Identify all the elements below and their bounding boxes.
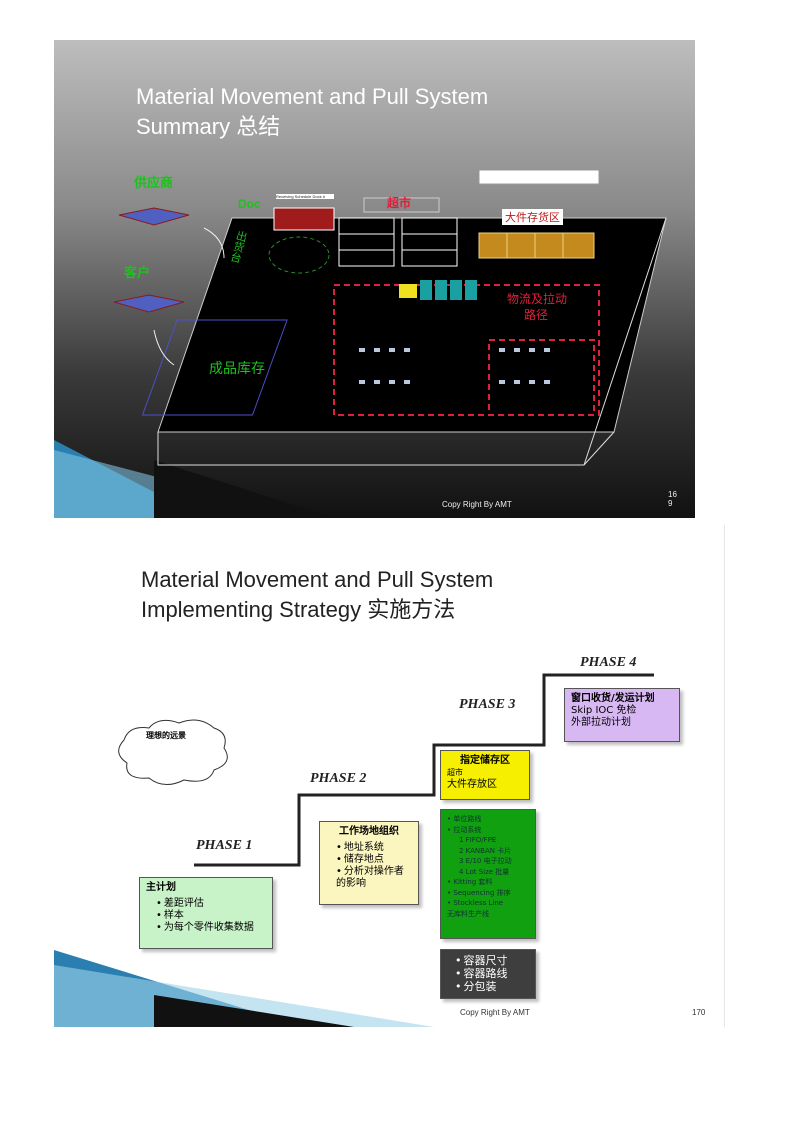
box-title: 窗口收货/发运计划: [571, 693, 655, 704]
copyright: Copy Right By AMT: [460, 1008, 530, 1017]
phase-4-label: PHASE 4: [580, 655, 637, 670]
box-line: 1 FIFO/FPE: [459, 836, 497, 844]
box-line: • 拉动系统: [447, 825, 482, 834]
box-line: 无库料生产线: [447, 909, 489, 918]
label-bulk-storage: 大件存货区: [502, 209, 563, 225]
phase1-box: 主计划 差距评估样本为每个零件收集数据: [139, 877, 273, 949]
flow-arrow-icon: [203, 227, 225, 259]
forklift-train: [399, 280, 477, 300]
phase-1-label: PHASE 1: [196, 838, 253, 853]
bulk-storage-boxes: [478, 232, 595, 259]
list-item: 为每个零件收集数据: [156, 922, 266, 934]
cloud-label: 理想的远景: [146, 731, 186, 740]
slide-title-line1: Material Movement and Pull System: [141, 567, 494, 592]
phase3-storage-box: 指定储存区 超市 大件存放区: [440, 750, 530, 800]
slide-strategy: Material Movement and Pull System Implem…: [54, 525, 725, 1027]
label-finished-goods: 成品库存: [209, 361, 265, 377]
supplier-building-icon: [118, 207, 190, 226]
box-line: 大件存放区: [447, 779, 497, 790]
customer-building-icon: [113, 294, 185, 313]
finished-goods-area: [141, 319, 288, 416]
box-line: • Stockless Line: [447, 899, 504, 907]
workstations: [359, 348, 550, 384]
box-line: • Sequencing 排序: [447, 888, 511, 897]
slide-title-line2: Implementing Strategy 实施方法: [141, 597, 456, 622]
supermarket-racks: [338, 217, 458, 267]
label-receiving-schedule: Receiving Schedule Dock #: [276, 194, 334, 199]
flow-arrow-icon: [153, 329, 175, 366]
slide-title-line2: Summary 总结: [136, 114, 281, 139]
box-line: Skip IOC 免检: [571, 705, 637, 716]
staircase-diagram: [54, 673, 654, 1027]
box-line: 外部拉动计划: [571, 717, 631, 728]
list-item: 分包装: [455, 980, 529, 993]
phase3-pull-system-box: • 单位路线 • 拉动系统 1 FIFO/FPE 2 KANBAN 卡片 3 E…: [440, 809, 536, 939]
box-title: 主计划: [146, 882, 176, 893]
label-supplier: 供应商: [134, 176, 174, 191]
list-item: 储存地点: [336, 854, 412, 866]
list-item: 地址系统: [336, 842, 412, 854]
list-item: 差距评估: [156, 898, 266, 910]
cloud-shape: [118, 719, 228, 785]
label-route: 物流及拉动: [507, 292, 568, 306]
label-dock: Doc: [238, 197, 261, 211]
list-item: 容器路线: [455, 967, 529, 980]
box-title: 工作场地组织: [339, 826, 399, 837]
phase-3-label: PHASE 3: [459, 697, 516, 712]
phase2-box: 工作场地组织 地址系统储存地点分析对操作者的影响: [319, 821, 419, 905]
slide-summary: Material Movement and Pull System Summar…: [54, 40, 695, 518]
list-item: 分析对操作者的影响: [336, 866, 412, 890]
page-number: 169: [668, 490, 677, 508]
phase4-box: 窗口收货/发运计划 Skip IOC 免检 外部拉动计划: [564, 688, 680, 742]
label-customer: 客户: [124, 266, 151, 281]
box-line: • Kitting 套料: [447, 878, 493, 886]
box-line: 4 Lot Size 批量: [459, 867, 510, 876]
label-route-2: 路径: [524, 308, 549, 322]
slide-title-line1: Material Movement and Pull System: [136, 84, 489, 109]
box-line: • 单位路线: [447, 815, 482, 823]
staircase-line: [194, 673, 654, 867]
box-title: 指定储存区: [460, 755, 510, 766]
box-line: 超市: [447, 768, 463, 777]
box-line: 2 KANBAN 卡片: [459, 846, 512, 855]
list-item: 样本: [156, 910, 266, 922]
floor-plan-diagram: [54, 169, 667, 518]
shipping-loop-arrow: [268, 236, 330, 274]
phase3-container-box: 容器尺寸容器路线分包装: [440, 949, 536, 999]
box-line: 3 E/10 电子拉动: [459, 857, 512, 865]
label-supermarket: 超市: [387, 196, 412, 210]
list-item: 容器尺寸: [455, 954, 529, 967]
page-number: 170: [692, 1008, 706, 1017]
receiving-schedule-board: [273, 207, 335, 231]
copyright: Copy Right By AMT: [442, 500, 512, 509]
phase-2-label: PHASE 2: [310, 771, 367, 786]
